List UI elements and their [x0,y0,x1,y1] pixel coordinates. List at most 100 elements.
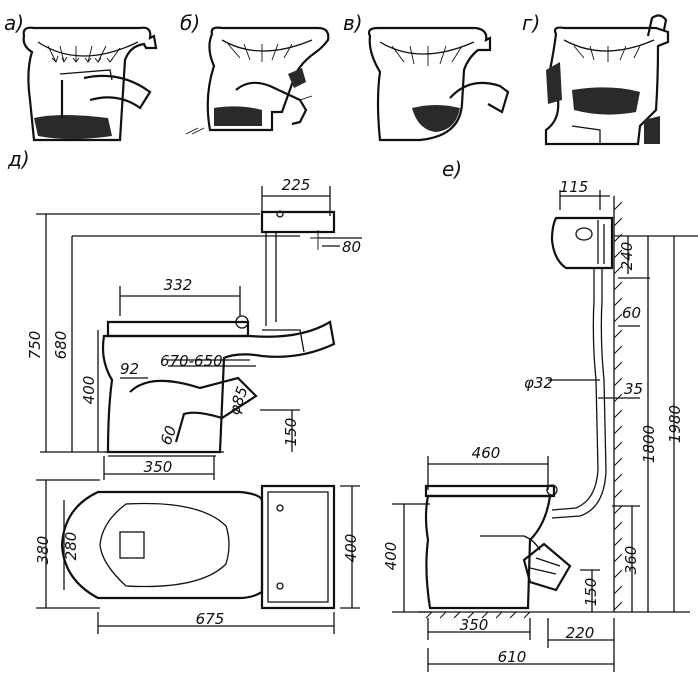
dim-225: 225 [282,176,311,194]
dim-675: 675 [196,610,225,628]
label-g: г) [522,11,540,35]
dim-380: 380 [34,536,52,565]
e-outlet-detail [529,557,561,575]
dim-150e: 150 [582,578,600,607]
siphon-g [646,14,668,37]
dim-380-line [36,479,100,609]
dim-350: 350 [144,458,173,476]
flush-arrows-b [227,43,293,62]
dim-460-line [427,456,549,490]
dim-35: 35 [624,380,643,398]
dim-360: 360 [622,546,640,575]
panel-a: а) [4,11,158,142]
dim-400-plan: 400 [342,534,360,563]
e-tank-float [575,227,593,241]
trap-a-top [59,69,113,81]
dim-280: 280 [62,532,80,561]
water-b [214,106,262,126]
d-plan-tank [260,484,336,610]
trap-b [235,81,308,126]
label-v: в) [343,11,363,35]
seal-g-left [546,62,562,104]
e-vertical-dims [614,236,690,613]
water-g [572,87,640,115]
flush-arrows-g [573,45,641,62]
dim-240-line [614,235,698,274]
dim-750: 750 [26,331,44,360]
dim-350e: 350 [460,616,489,634]
dim-675-line [97,612,335,634]
bowl-b-rim [221,39,313,52]
d-tank-mark [310,230,326,250]
d-tank [260,210,336,234]
dim-115-line [559,190,610,210]
dim-phi32: φ32 [524,374,553,392]
d-hinge [235,315,249,329]
d-bowl [101,320,336,454]
panel-e: е) 115 240 60 φ32 35 1980 1800 360 460 [382,157,698,672]
dim-360-line [612,505,640,612]
e-pipe-outer [551,268,599,511]
dim-400: 400 [80,376,98,405]
dim-332-line [119,286,241,316]
dim-80: 80 [342,238,361,256]
base-g [571,125,601,144]
panel-v: в) [343,11,510,142]
water-a [34,115,112,139]
d-base [104,451,224,457]
d-plan-drain [119,531,145,559]
e-wall-hatch [613,201,623,611]
dim-610: 610 [498,648,527,666]
dim-60: 60 [157,423,180,447]
dim-150: 150 [282,418,300,447]
flush-arrows-v [391,45,463,66]
dim-150-line [260,409,300,452]
dim-phi85: φ85 [225,384,252,417]
dim-115: 115 [560,178,589,196]
label-a: а) [4,11,24,35]
water-v [412,105,460,132]
bowl-v-outline [367,26,492,142]
d-plan-bowl [60,490,264,600]
dim-680: 680 [52,331,70,360]
e-tank [550,216,614,270]
d-seat [106,320,250,338]
e-pipe-inner [551,268,607,519]
dim-150e-line [580,569,600,612]
e-bowl [424,494,552,610]
panel-b: б) [180,11,330,135]
trap-a [60,74,152,118]
d-plan-seat [99,502,230,588]
seal-b [288,68,306,88]
dim-60-line [618,277,650,327]
label-b: б) [180,11,200,35]
dim-400e: 400 [382,542,400,571]
d-plan-bolt-2 [276,582,284,590]
dim-400-plan-line [340,485,360,609]
dim-670-650: 670-650 [160,352,223,370]
seal-g-right [644,116,660,144]
dim-332: 332 [164,276,193,294]
dim-1980: 1980 [666,405,684,443]
bowl-a-outline [22,26,158,142]
d-plan-bolt-1 [276,504,284,512]
e-tank-mech [597,220,605,264]
bowl-b-outline [206,26,330,132]
dim-240: 240 [618,242,636,271]
bowl-a-rim [37,41,139,57]
flush-arrows-a [47,45,121,63]
dim-460: 460 [472,444,501,462]
dim-350-line [103,456,215,480]
bowl-v-rim [379,41,475,55]
d-trap [129,376,258,443]
e-hinge [546,484,558,496]
dim-60e: 60 [622,304,641,322]
label-e: е) [442,157,462,181]
panel-d: д) 750 680 400 225 80 332 670-650 92 φ85… [7,147,362,634]
d-outlet-dim-line [168,359,256,367]
bowl-g-rim [563,39,655,52]
e-floor-hatch [425,611,531,619]
d-tank-button [276,210,284,218]
dim-220-line [547,618,615,648]
